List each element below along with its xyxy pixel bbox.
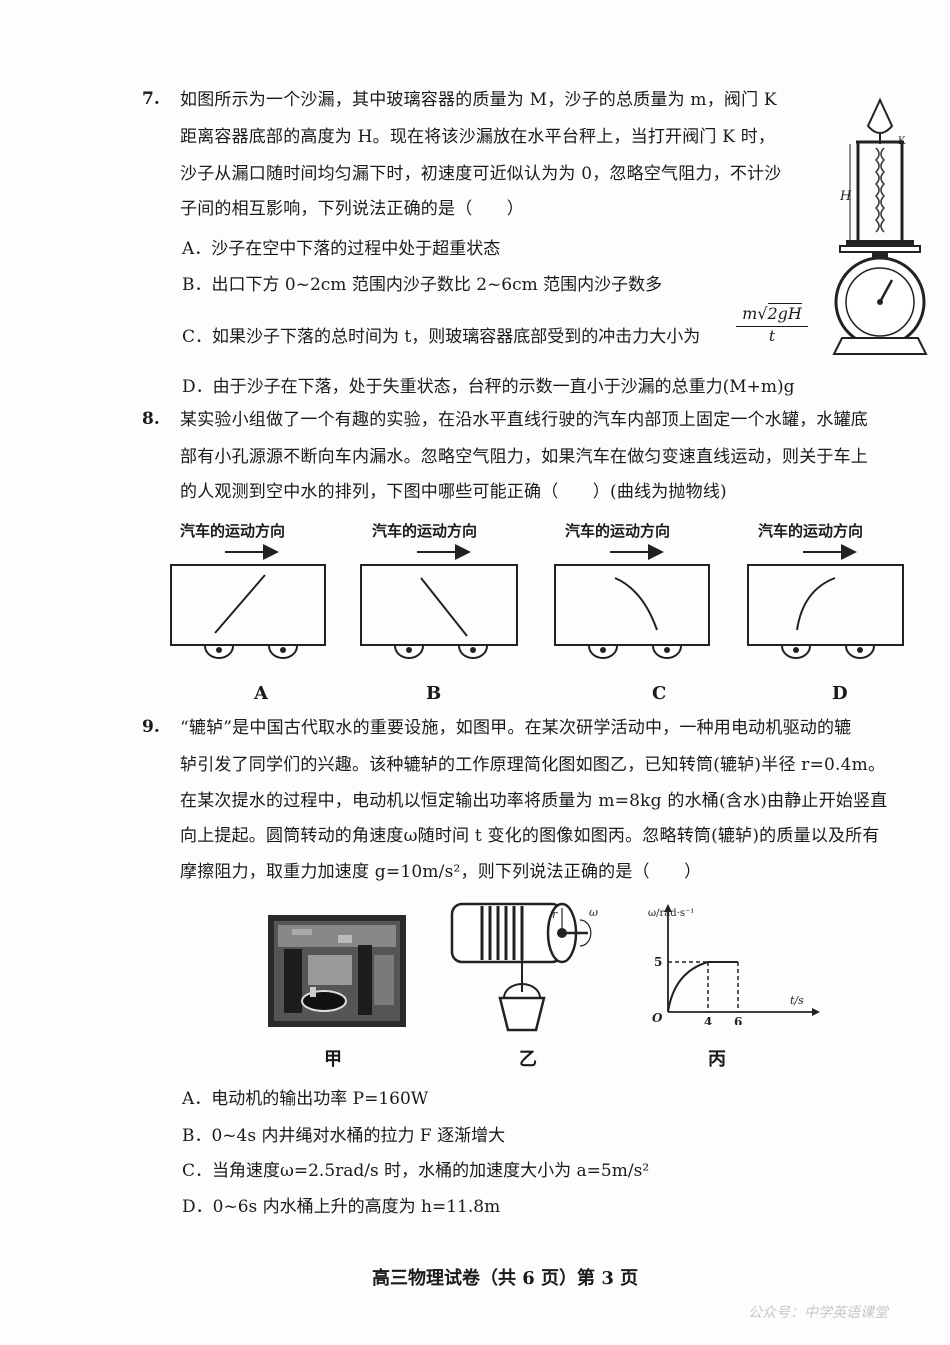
caption-jia: 甲 <box>324 1049 342 1070</box>
graph-x-tick-6: 6 <box>734 1015 742 1025</box>
question-7-option-d: D．由于沙子在下落，处于失重状态，台秤的示数一直小于沙漏的总重力(M+m)g <box>182 377 795 397</box>
car-figure-a <box>170 544 326 659</box>
caption-yi: 乙 <box>519 1049 537 1070</box>
question-8-number: 8. <box>142 409 160 429</box>
question-8-line-2: 部有小孔源源不断向车内漏水。忽略空气阻力，如果汽车在做匀变速直线运动，则关于车上 <box>180 447 868 467</box>
question-9-line-4: 向上提起。圆筒转动的角速度ω随时间 t 变化的图像如图丙。忽略转筒(辘轳)的质量… <box>180 826 880 846</box>
car-direction-label-d: 汽车的运动方向 <box>758 522 864 540</box>
question-7-option-b: B．出口下方 0~2cm 范围内沙子数比 2~6cm 范围内沙子数多 <box>182 275 663 295</box>
label-r: r <box>552 908 558 921</box>
question-9-line-3: 在某次提水的过程中，电动机以恒定输出功率将质量为 m=8kg 的水桶(含水)由静… <box>180 791 888 811</box>
question-9-number: 9. <box>142 717 160 737</box>
windlass-photo <box>268 915 406 1027</box>
question-9-line-5: 摩擦阻力，取重力加速度 g=10m/s²，则下列说法正确的是（ ） <box>180 862 702 882</box>
question-7-line-4: 子间的相互影响，下列说法正确的是（ ） <box>180 199 524 219</box>
fraction-numerator-sqrt: 2gH <box>767 303 802 323</box>
car-figure-d <box>747 544 904 659</box>
label-h: H <box>839 189 852 204</box>
label-k: K <box>898 136 906 147</box>
graph-y-tick-5: 5 <box>654 955 662 969</box>
question-8-line-3: 的人观测到空中水的排列，下图中哪些可能正确（ ）(曲线为抛物线) <box>180 482 727 502</box>
question-9-line-1: “辘轳”是中国古代取水的重要设施，如图甲。在某次研学活动中，一种用电动机驱动的辘 <box>180 718 852 738</box>
drum-bucket-diagram: r ω <box>450 902 598 1032</box>
question-9-option-c: C．当角速度ω=2.5rad/s 时，水桶的加速度大小为 a=5m/s² <box>182 1161 650 1181</box>
question-9-option-a: A．电动机的输出功率 P=160W <box>182 1089 429 1109</box>
caption-bing: 丙 <box>708 1049 726 1070</box>
sand-hourglass-scale-figure: H K <box>832 97 928 355</box>
car-direction-label-a: 汽车的运动方向 <box>180 522 286 540</box>
question-9-option-d: D．0~6s 内水桶上升的高度为 h=11.8m <box>182 1197 501 1217</box>
page-footer: 高三物理试卷（共 6 页）第 3 页 <box>372 1268 639 1289</box>
question-9-option-b: B．0~4s 内井绳对水桶的拉力 F 逐渐增大 <box>182 1126 506 1146</box>
question-7-fraction: m√2gH t <box>732 303 812 345</box>
graph-origin: O <box>652 1011 663 1025</box>
question-7-option-a: A．沙子在空中下落的过程中处于超重状态 <box>182 239 501 259</box>
question-7-line-2: 距离容器底部的高度为 H。现在将该沙漏放在水平台秤上，当打开阀门 K 时， <box>180 127 776 147</box>
omega-time-graph: ω/rad·s⁻¹ t/s O 5 4 6 <box>648 904 820 1025</box>
question-7-line-3: 沙子从漏口随时间均匀漏下时，初速度可近似认为为 0，忽略空气阻力，不计沙 <box>180 164 782 184</box>
question-7-number: 7. <box>142 89 160 109</box>
graph-xlabel: t/s <box>790 994 804 1007</box>
figure-letter-d: D <box>832 683 848 704</box>
car-direction-label-b: 汽车的运动方向 <box>372 522 478 540</box>
fraction-denominator: t <box>768 327 776 345</box>
question-7-option-c: C．如果沙子下落的总时间为 t，则玻璃容器底部受到的冲击力大小为 <box>182 327 701 347</box>
question-8-line-1: 某实验小组做了一个有趣的实验，在沿水平直线行驶的汽车内部顶上固定一个水罐，水罐底 <box>180 410 868 430</box>
graph-ylabel: ω/rad·s⁻¹ <box>648 908 694 919</box>
car-diagrams <box>170 544 904 659</box>
car-figure-b <box>360 544 518 659</box>
figure-letter-a: A <box>254 683 268 704</box>
watermark: 公众号：中学英语课堂 <box>748 1305 888 1321</box>
car-direction-label-c: 汽车的运动方向 <box>565 522 671 540</box>
car-figure-c <box>554 544 710 659</box>
figure-letter-b: B <box>426 683 442 704</box>
graph-x-tick-4: 4 <box>704 1015 712 1025</box>
question-9-line-2: 轳引发了同学们的兴趣。该种辘轳的工作原理简化图如图乙，已知转筒(辘轳)半径 r=… <box>180 755 886 775</box>
figure-letter-c: C <box>652 683 667 704</box>
question-7-line-1: 如图所示为一个沙漏，其中玻璃容器的质量为 M，沙子的总质量为 m，阀门 K <box>180 90 777 110</box>
fraction-numerator-m: m <box>742 304 758 323</box>
label-omega: ω <box>589 906 598 919</box>
